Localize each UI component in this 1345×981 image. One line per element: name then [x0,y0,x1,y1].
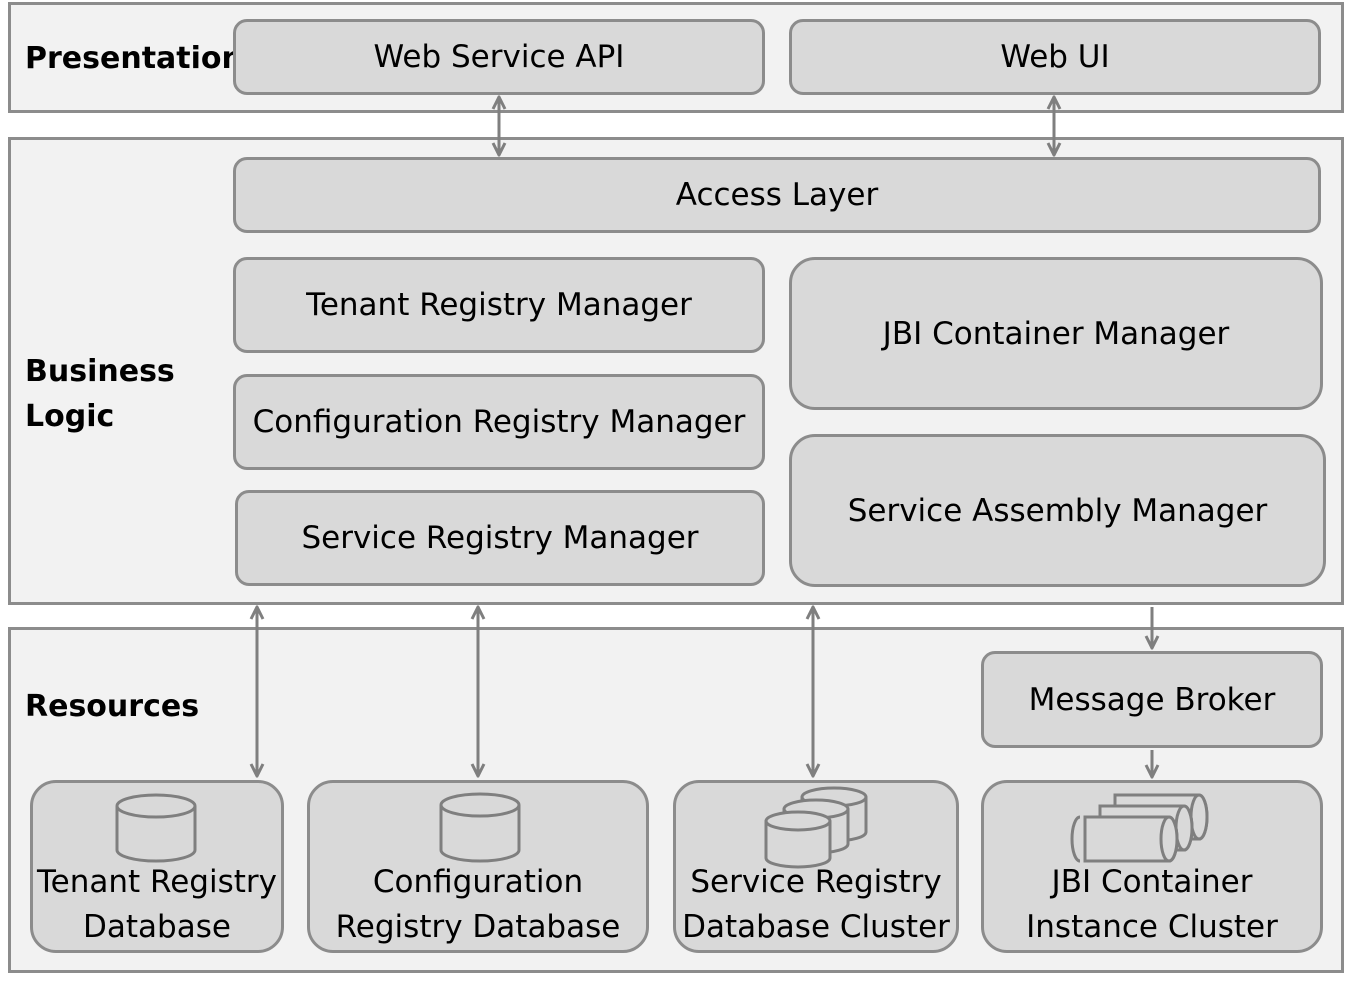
access-layer-label: Access Layer [675,177,879,213]
configuration-registry-manager-box: Configuration Registry Manager [233,374,765,470]
business-logic-layer-label: Business Logic [25,354,175,434]
configuration-registry-database-box: Configuration Registry Database [307,780,649,953]
tenant-registry-database-box: Tenant Registry Database [30,780,284,953]
access-layer-box: Access Layer [233,157,1321,233]
resources-layer-label: Resources [25,689,200,724]
service-registry-database-cluster-box: Service Registry Database Cluster [673,780,959,953]
web-service-api-box: Web Service API [233,19,765,95]
web-ui-box: Web UI [789,19,1321,95]
service-assembly-manager-box: Service Assembly Manager [789,434,1326,587]
tenant-registry-manager-label: Tenant Registry Manager [306,287,692,323]
jbi-container-manager-label: JBI Container Manager [882,315,1230,352]
message-broker-box: Message Broker [981,651,1323,748]
web-service-api-label: Web Service API [373,39,625,75]
service-registry-database-cluster-label: Service Registry Database Cluster [682,864,950,945]
message-broker-label: Message Broker [1028,681,1276,718]
jbi-container-manager-box: JBI Container Manager [789,257,1323,410]
configuration-registry-database-label: Configuration Registry Database [335,864,621,945]
web-ui-label: Web UI [1000,39,1110,75]
presentation-layer-label: Presentation [25,41,243,76]
jbi-container-instance-cluster-box: JBI Container Instance Cluster [981,780,1323,953]
configuration-registry-manager-label: Configuration Registry Manager [252,404,746,440]
service-registry-manager-label: Service Registry Manager [301,520,699,556]
tenant-registry-manager-box: Tenant Registry Manager [233,257,765,353]
service-registry-manager-box: Service Registry Manager [235,490,765,586]
service-assembly-manager-label: Service Assembly Manager [847,492,1268,529]
jbi-container-instance-cluster-label: JBI Container Instance Cluster [1026,864,1278,945]
tenant-registry-database-label: Tenant Registry Database [37,864,277,945]
